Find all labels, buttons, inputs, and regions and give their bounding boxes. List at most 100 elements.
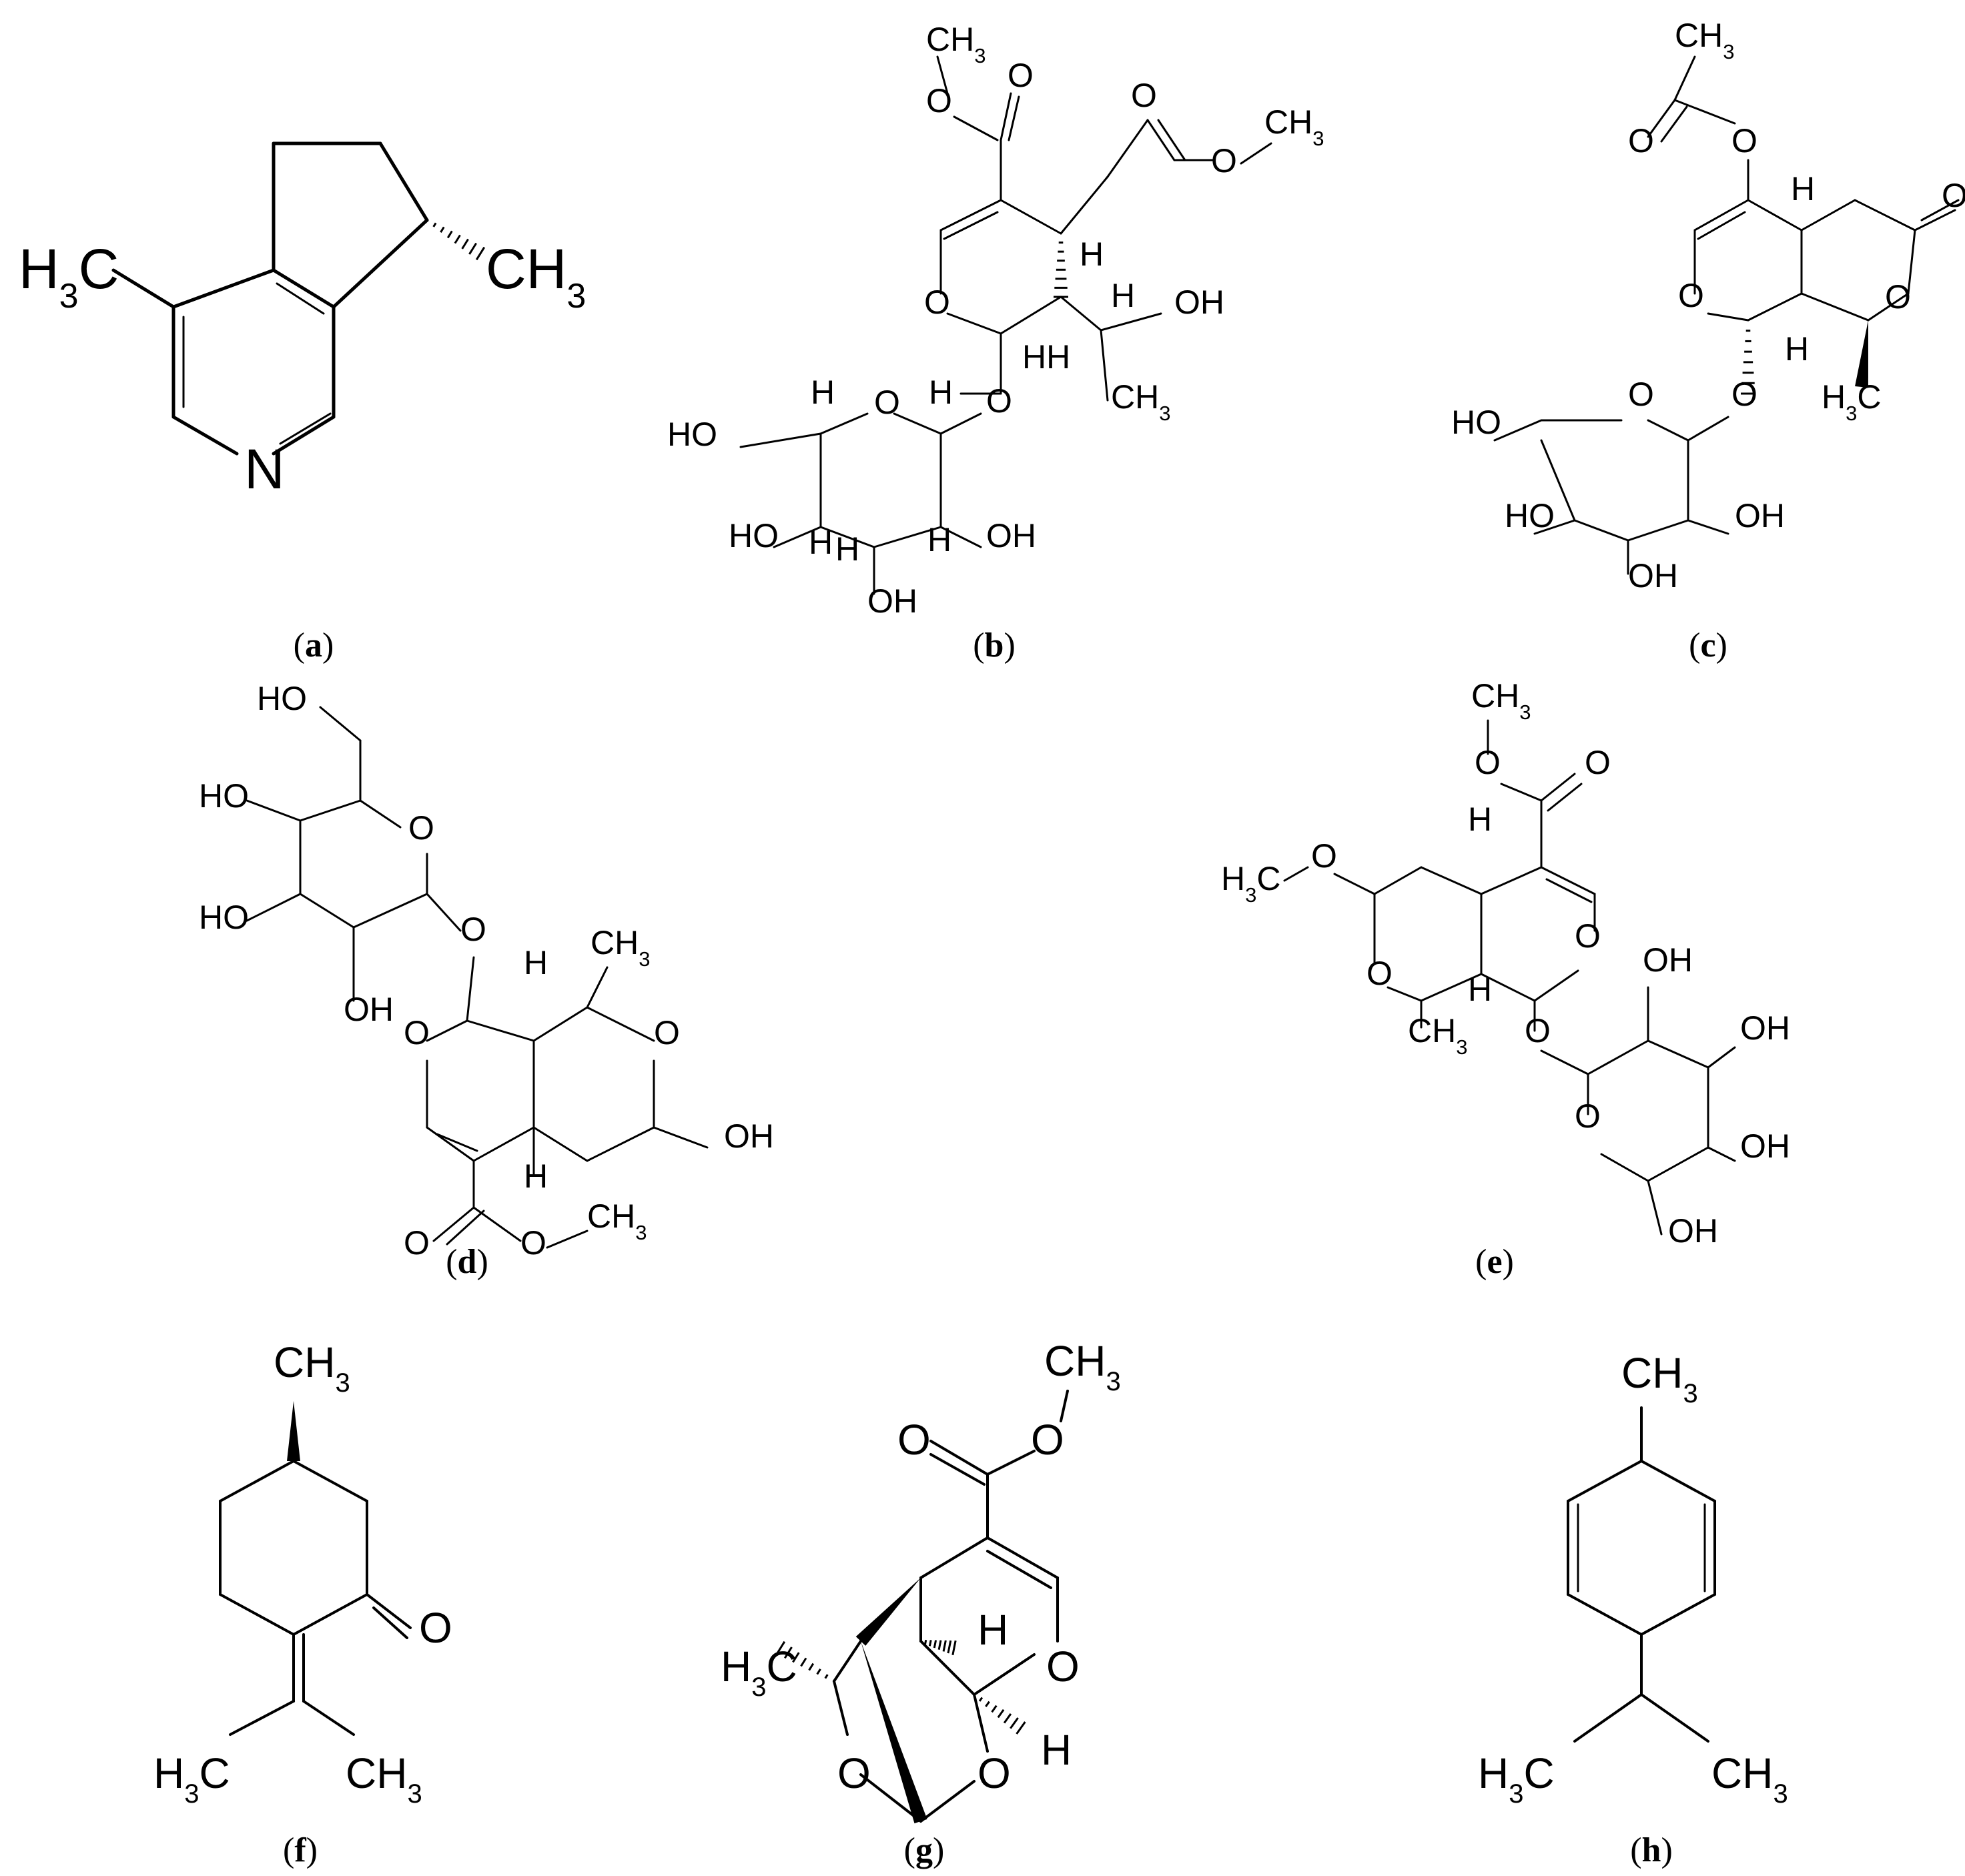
panel-b-bond-16 xyxy=(1000,296,1062,335)
panel-f-bond-11 xyxy=(229,1700,295,1736)
atom-text: O xyxy=(1585,744,1611,781)
atom-tail: C xyxy=(1857,378,1881,416)
panel-c-label-o_sugar: O xyxy=(1628,376,1654,413)
panel-c-bond-28 xyxy=(1540,439,1576,522)
atom-text: O xyxy=(408,809,434,847)
panel-e-bond-5 xyxy=(1540,866,1596,895)
panel-g-bond-11-hash xyxy=(924,1639,957,1656)
atom-text: CH xyxy=(587,1198,635,1235)
atom-text: OH xyxy=(1174,284,1224,321)
panel-d-bond-11 xyxy=(246,799,302,822)
panel-e-label-h3c_o: H3C xyxy=(1221,860,1280,907)
atom-text: CH xyxy=(926,21,974,58)
panel-c-bond-19-wedge xyxy=(1855,320,1868,388)
panel-a-bond-5 xyxy=(279,412,332,445)
panel-b-bond-31 xyxy=(773,526,822,548)
panel-e-label-o_ester: O xyxy=(1475,744,1501,781)
atom-subscript: 3 xyxy=(974,44,986,67)
panel-b-bond-23 xyxy=(739,432,822,448)
panel-d-label-o_ester: O xyxy=(520,1224,546,1262)
atom-text: O xyxy=(1885,278,1911,316)
panel-c-bond-20-hash xyxy=(1741,330,1755,395)
atom-text: CH xyxy=(1264,103,1312,141)
atom-text: O xyxy=(404,1224,430,1262)
atom-text: HO xyxy=(667,416,717,453)
panel-f-bond-7 xyxy=(366,1593,412,1629)
panel-d-bond-12 xyxy=(466,956,475,1022)
atom-text: CH xyxy=(1408,1012,1456,1049)
atom-text: O xyxy=(1031,1416,1064,1464)
captions-layer: (a)(b)(c)(d)(e)(f)(g)(h) xyxy=(283,626,1727,1869)
panel-d-bond-21 xyxy=(653,1126,709,1149)
atom-text: H xyxy=(1221,860,1245,897)
panel-g-bond-14 xyxy=(973,1693,989,1753)
panel-b-label-o_carbonyl: O xyxy=(1008,57,1034,94)
atom-subscript: 3 xyxy=(184,1779,199,1809)
atom-text: O xyxy=(1678,277,1704,314)
panel-e-bond-29 xyxy=(1600,1153,1649,1182)
panel-b-label-h_s3: H xyxy=(809,524,833,561)
panel-c-bond-0 xyxy=(1673,55,1696,101)
atom-subscript: 3 xyxy=(635,1221,647,1244)
panel-g-label-o_carbonyl: O xyxy=(897,1416,931,1464)
atom-tail: C xyxy=(199,1749,230,1797)
panel-c-label-o_glyco: O xyxy=(1731,376,1757,413)
panel-g-label-o_ring: O xyxy=(1046,1643,1080,1691)
panel-g-label-ch3_top: CH3 xyxy=(1044,1337,1121,1396)
panel-c-label-ho_s2: HO xyxy=(1505,497,1555,534)
panel-e-label-o_methoxy: O xyxy=(1311,837,1337,875)
panel-h-label-ch3_top: CH3 xyxy=(1621,1349,1698,1408)
panel-d-label-o_ring2: O xyxy=(654,1014,680,1051)
panel-g-bond-17 xyxy=(833,1680,849,1736)
atom-text: H xyxy=(1468,971,1492,1008)
panel-c-bond-17 xyxy=(1747,292,1803,322)
panel-b-label-h_ring: H xyxy=(1080,236,1104,273)
panel-g-bond-6 xyxy=(986,1550,1052,1589)
atom-tail: C xyxy=(766,1643,797,1691)
panel-e-bond-19 xyxy=(1333,873,1376,895)
panel-b-label-o_ester2: O xyxy=(1211,142,1237,179)
atom-text: O xyxy=(419,1604,452,1652)
atom-subscript: 3 xyxy=(59,277,79,316)
atom-text: H xyxy=(1111,277,1135,314)
atom-text: O xyxy=(1575,1097,1601,1135)
panel-c-label-o_ring: O xyxy=(1678,277,1704,314)
panel-e-bond-21 xyxy=(1540,1049,1589,1075)
panel-b-label-oh_s3: OH xyxy=(986,517,1036,554)
panel-d-bond-5 xyxy=(246,893,302,922)
panel-g-caption: (g) xyxy=(904,1831,945,1869)
panel-b-bond-15-hash xyxy=(1054,242,1068,298)
atom-subscript: 3 xyxy=(639,947,650,971)
atom-text: HO xyxy=(199,777,249,815)
atom-subscript: 3 xyxy=(1106,1367,1120,1396)
panel-a-label-h3c: H3C xyxy=(19,238,119,316)
atom-subscript: 3 xyxy=(1773,1779,1788,1809)
panel-c-bond-29 xyxy=(1533,519,1576,535)
panel-g-label-h_ring2: H xyxy=(1041,1726,1072,1774)
panel-c-bond-15 xyxy=(1800,292,1870,322)
panel-b-label-oh_side: OH xyxy=(1174,284,1224,321)
panel-c-label-ch3_top: CH3 xyxy=(1675,17,1734,63)
panel-f-label-ch3: CH3 xyxy=(346,1749,422,1809)
atom-text: H xyxy=(19,238,59,300)
atom-text: H xyxy=(1822,378,1846,416)
panel-e-bond-27 xyxy=(1707,1146,1736,1162)
panel-f-caption: (f) xyxy=(283,1831,318,1869)
panel-h-caption: (h) xyxy=(1630,1831,1673,1869)
panel-e-label-h_ring2: H xyxy=(1468,971,1492,1008)
panel-g-bond-1 xyxy=(986,1450,1036,1476)
atom-text: OH xyxy=(1643,941,1693,979)
panel-a-bond-9 xyxy=(276,282,325,315)
atom-subscript: 3 xyxy=(1509,1779,1523,1809)
panel-e-label-ch3_ring: CH3 xyxy=(1408,1012,1467,1059)
atom-text: H xyxy=(809,524,833,561)
atom-text: H xyxy=(927,521,951,558)
panel-a-caption: (a) xyxy=(294,626,334,664)
panel-e-bond-3 xyxy=(1547,783,1583,812)
panel-f-bond-8 xyxy=(372,1606,408,1639)
atom-subscript: 3 xyxy=(1159,402,1170,425)
panel-g-label-h3c: H3C xyxy=(721,1643,797,1702)
panel-e-bond-9 xyxy=(1420,866,1483,895)
atom-text: O xyxy=(1475,744,1501,781)
atom-text: H xyxy=(1791,170,1815,207)
